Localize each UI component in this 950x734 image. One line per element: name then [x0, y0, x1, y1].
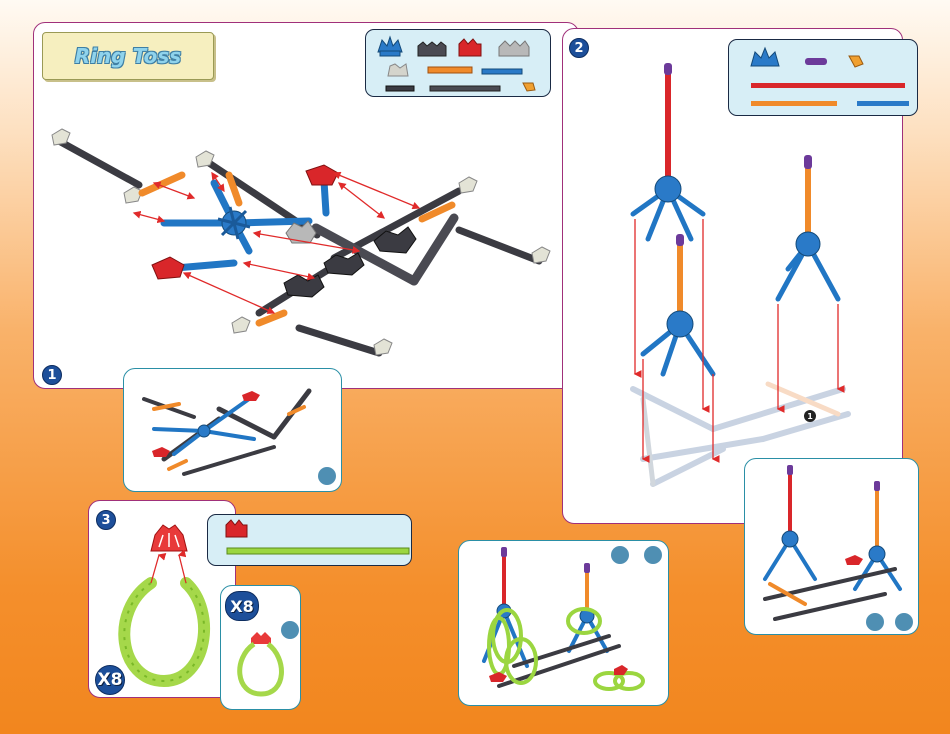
- step2-result-dot-1: [866, 613, 884, 631]
- step1-result-panel: [123, 368, 342, 492]
- final-result-illustration: [459, 541, 670, 707]
- step1-result-illustration: [124, 369, 343, 493]
- step1-result-dot: [318, 467, 336, 485]
- step2-result-dot-2: [895, 613, 913, 631]
- step2-illustration: [563, 29, 904, 525]
- step1-illustration: [34, 23, 580, 390]
- red-connector-icon: [226, 520, 247, 537]
- final-result-panel: [458, 540, 669, 706]
- red-connector: [151, 525, 187, 551]
- step2-result-illustration: [745, 459, 920, 636]
- final-result-dot-2: [644, 546, 662, 564]
- step3-result-panel: X8: [220, 585, 301, 710]
- blue-hub-connector: [218, 207, 250, 239]
- step3-parts-list: [207, 514, 412, 566]
- green-flex-rod-icon: [227, 548, 409, 554]
- step2-result-panel: [744, 458, 919, 635]
- step1-badge: 1: [42, 365, 62, 385]
- step3-parts-icons: [208, 515, 413, 567]
- final-result-dot-1: [611, 546, 629, 564]
- dark-rods: [59, 141, 539, 353]
- step1-reference-badge: 1: [804, 410, 816, 422]
- step3-result-illustration: [221, 586, 302, 711]
- step1-panel: Ring Toss: [33, 22, 579, 389]
- step3-result-dot: [281, 621, 299, 639]
- ring-count-badge-large: X8: [95, 665, 125, 695]
- step2-panel: 2: [562, 28, 903, 524]
